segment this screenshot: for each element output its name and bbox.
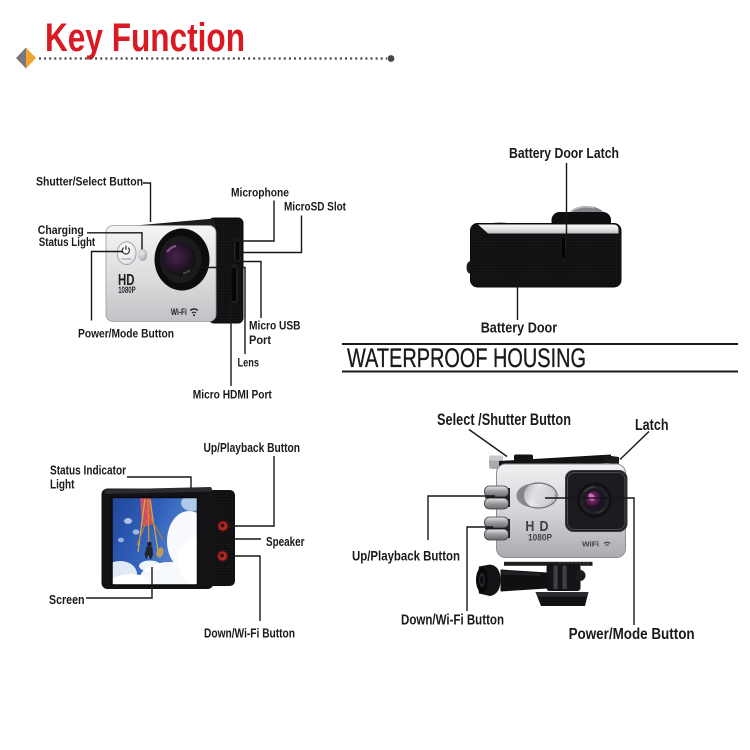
- svg-text:1080P: 1080P: [528, 533, 552, 543]
- svg-text:Power/Mode Button: Power/Mode Button: [569, 626, 695, 643]
- svg-text:Port: Port: [249, 333, 271, 347]
- svg-text:Up/Playback Button: Up/Playback Button: [352, 548, 460, 563]
- svg-text:Wi-Fi: Wi-Fi: [171, 307, 187, 317]
- svg-text:Status Light: Status Light: [39, 235, 95, 249]
- svg-text:Microphone: Microphone: [231, 186, 289, 200]
- svg-text:Shutter/Select Button: Shutter/Select Button: [36, 174, 143, 188]
- svg-text:Power/Mode Button: Power/Mode Button: [78, 327, 174, 341]
- svg-text:Key Function: Key Function: [45, 16, 245, 60]
- svg-text:1080P: 1080P: [118, 285, 135, 295]
- svg-text:Battery Door: Battery Door: [481, 321, 558, 337]
- svg-text:Down/Wi-Fi Button: Down/Wi-Fi Button: [204, 626, 295, 641]
- svg-text:Battery Door Latch: Battery Door Latch: [509, 146, 619, 162]
- svg-text:Screen: Screen: [49, 592, 85, 607]
- svg-text:HD: HD: [118, 272, 135, 289]
- svg-text:Latch: Latch: [635, 417, 669, 434]
- svg-text:Lens: Lens: [238, 356, 260, 370]
- svg-text:mode: mode: [121, 256, 132, 261]
- svg-text:Select /Shutter Button: Select /Shutter Button: [437, 411, 571, 429]
- svg-text:WATERPROOF HOUSING: WATERPROOF HOUSING: [347, 343, 586, 373]
- svg-text:Micro HDMI Port: Micro HDMI Port: [193, 388, 272, 402]
- svg-text:H D: H D: [525, 519, 549, 535]
- svg-text:Micro USB: Micro USB: [249, 319, 301, 333]
- svg-text:Status Indicator: Status Indicator: [50, 463, 126, 478]
- svg-text:Speaker: Speaker: [266, 534, 305, 549]
- svg-text:Up/Playback Button: Up/Playback Button: [204, 440, 301, 455]
- svg-text:WiFi: WiFi: [582, 540, 599, 549]
- svg-text:MicroSD Slot: MicroSD Slot: [284, 200, 346, 214]
- svg-text:Down/Wi-Fi Button: Down/Wi-Fi Button: [401, 613, 504, 629]
- svg-text:Charging: Charging: [38, 223, 84, 237]
- svg-text:Light: Light: [50, 477, 75, 492]
